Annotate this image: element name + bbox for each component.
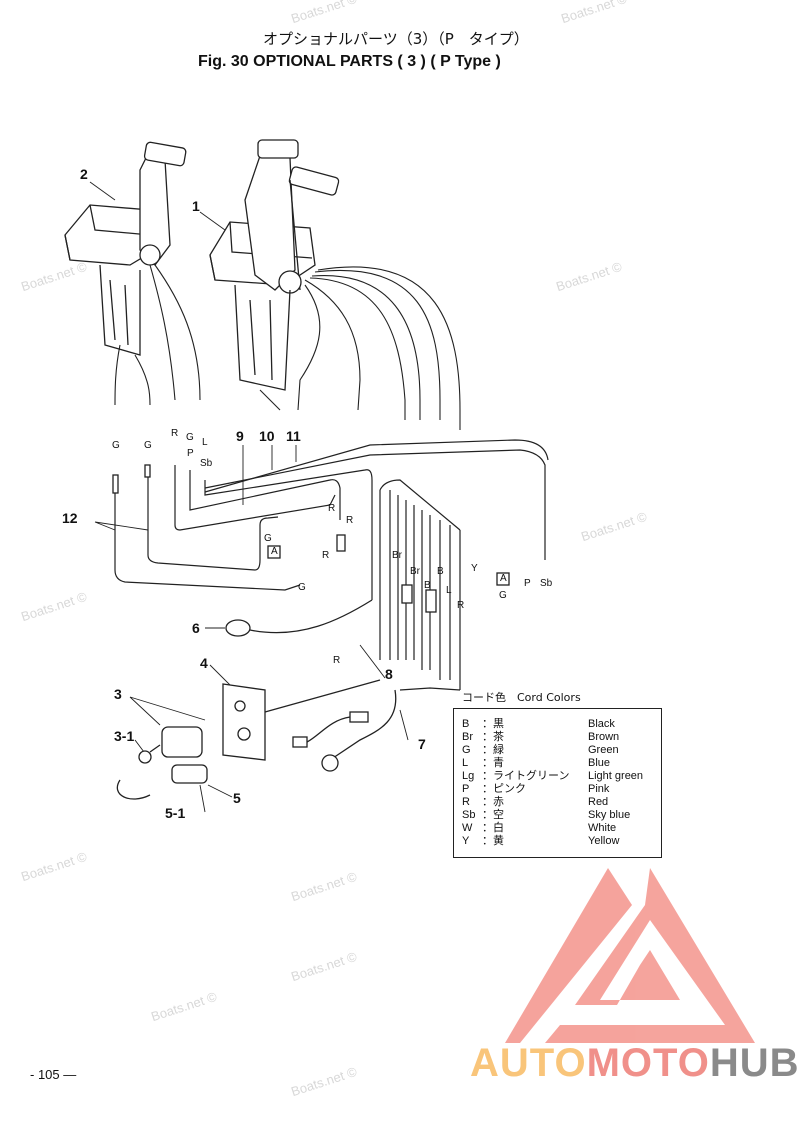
callout-3-1: 3-1 bbox=[114, 728, 135, 744]
wire-label: Sb bbox=[200, 458, 213, 469]
callout-5: 5 bbox=[233, 790, 241, 806]
callout-5-1: 5-1 bbox=[165, 805, 186, 821]
remote-harness bbox=[114, 264, 461, 430]
wire-label: G bbox=[264, 533, 272, 544]
ref-a-label: A bbox=[500, 573, 507, 584]
callout-11: 11 bbox=[286, 428, 301, 444]
callout-7: 7 bbox=[418, 736, 426, 752]
wire-label: R bbox=[346, 515, 354, 526]
wire-label: Br bbox=[410, 566, 420, 577]
page-number: - 105 — bbox=[30, 1067, 77, 1082]
wire-label: R bbox=[328, 503, 336, 514]
buzzer-6 bbox=[225, 619, 251, 637]
connectors bbox=[112, 464, 437, 613]
wire-label: Sb bbox=[540, 578, 553, 589]
switch-5 bbox=[171, 764, 208, 784]
logo-hub: HUB bbox=[709, 1041, 800, 1085]
callout-4: 4 bbox=[200, 655, 208, 671]
switch-3 bbox=[116, 726, 203, 800]
callout-2: 2 bbox=[80, 166, 88, 182]
callout-10: 10 bbox=[259, 428, 275, 444]
figure-title: Fig. 30 OPTIONAL PARTS ( 3 ) ( P Type ) bbox=[198, 53, 501, 70]
callout-1: 1 bbox=[192, 198, 200, 214]
remote-control-1 bbox=[209, 139, 340, 391]
leader-lines bbox=[89, 181, 409, 813]
wire-label: L bbox=[446, 585, 452, 596]
logo-auto: AUTO bbox=[470, 1041, 587, 1085]
wire-label: L bbox=[202, 437, 208, 448]
wire-label: Y bbox=[471, 563, 478, 574]
callout-8: 8 bbox=[385, 666, 393, 682]
ref-box bbox=[267, 545, 281, 559]
callout-9: 9 bbox=[236, 428, 244, 444]
logo-moto: MOTO bbox=[586, 1041, 710, 1085]
remote-control-2 bbox=[64, 141, 187, 356]
wire-label: G bbox=[298, 582, 306, 593]
ref-a-label: A bbox=[271, 546, 278, 557]
extension-cords bbox=[114, 439, 549, 690]
wire-label: R bbox=[322, 550, 330, 561]
wire-label: G bbox=[186, 432, 194, 443]
wire-label: B bbox=[424, 580, 431, 591]
cord-colors-heading: コード色 Cord Colors bbox=[462, 691, 581, 704]
wire-label: Br bbox=[392, 550, 402, 561]
wire-label: R bbox=[457, 600, 465, 611]
callout-6: 6 bbox=[192, 620, 200, 636]
wire-label: G bbox=[144, 440, 152, 451]
wire-label: R bbox=[333, 655, 341, 666]
callout-12: 12 bbox=[62, 510, 78, 526]
callout-3: 3 bbox=[114, 686, 122, 702]
wire-label: G bbox=[112, 440, 120, 451]
wire-label: P bbox=[524, 578, 531, 589]
ref-box bbox=[496, 572, 510, 586]
title-japanese: オプショナルパーツ（3）（P タイプ） bbox=[263, 30, 529, 48]
wire-label: B bbox=[437, 566, 444, 577]
wire-label: G bbox=[499, 590, 507, 601]
wire-label: P bbox=[187, 448, 194, 459]
wire-label: R bbox=[171, 428, 179, 439]
panel-4 bbox=[222, 679, 381, 761]
logo-wordmark: AUTOMOTOHUB bbox=[470, 1040, 800, 1086]
main-harness-7 bbox=[292, 687, 461, 772]
